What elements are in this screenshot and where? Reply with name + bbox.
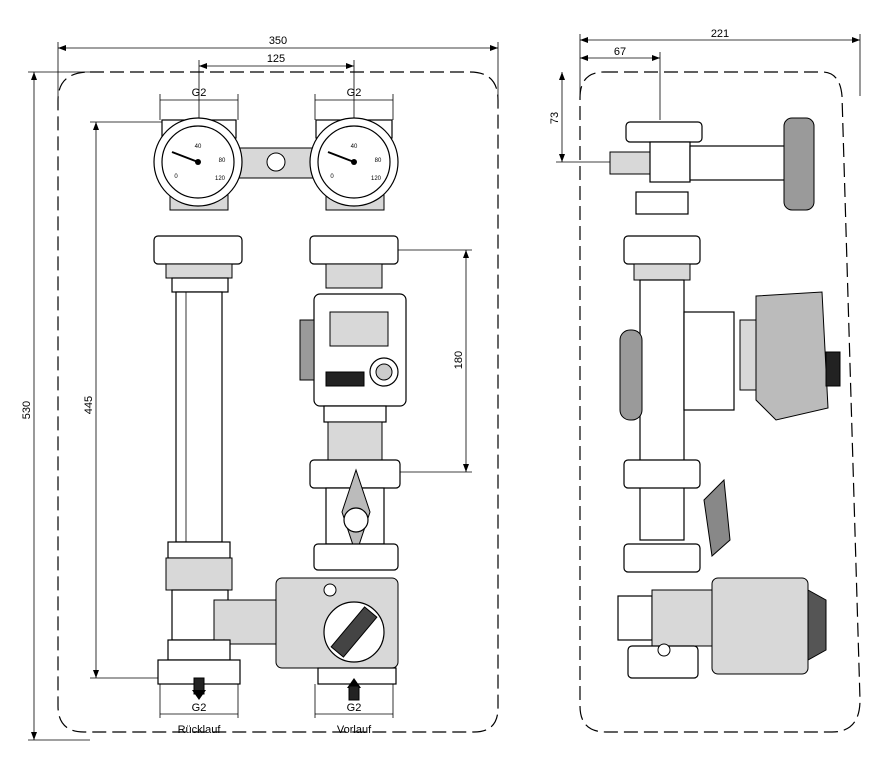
side-pipe (639, 279, 685, 541)
side-valve-handle (703, 478, 731, 557)
svg-text:0: 0 (330, 174, 334, 180)
circulation-pump (313, 293, 407, 407)
dim-thread-bottom-left: G2 Rücklauf (159, 684, 239, 736)
thread-label-top-left: G2 (192, 87, 207, 99)
dim-height-530: 530 (21, 71, 90, 741)
svg-text:40: 40 (195, 144, 202, 150)
dim-label-350: 350 (269, 35, 287, 47)
svg-text:80: 80 (219, 158, 226, 164)
dim-label-530: 530 (21, 401, 33, 419)
dim-label-221: 221 (711, 28, 729, 40)
dim-depth-67: 67 (580, 46, 661, 120)
supply-thermometer: 40 80 0 120 (309, 117, 399, 207)
dim-label-67: 67 (614, 46, 626, 58)
return-pipe (175, 291, 223, 543)
svg-text:120: 120 (215, 176, 226, 182)
svg-text:80: 80 (375, 158, 382, 164)
dim-label-125: 125 (267, 53, 285, 65)
svg-text:120: 120 (371, 176, 382, 182)
thread-label-bottom-left: G2 (192, 702, 207, 714)
dim-height-73: 73 (549, 72, 630, 163)
side-insulation-outline (579, 71, 861, 733)
dim-label-445: 445 (83, 396, 95, 414)
return-line (153, 119, 281, 700)
thread-label-bottom-right: G2 (347, 702, 362, 714)
dim-label-73: 73 (549, 112, 561, 124)
dim-label-180: 180 (453, 351, 465, 369)
return-thermometer: 40 80 0 120 (153, 117, 243, 207)
pump-logo (325, 371, 365, 387)
supply-line (275, 119, 407, 701)
side-pump-head (755, 291, 829, 421)
dim-thread-bottom-right: G2 Vorlauf (314, 684, 394, 736)
pump-display (329, 311, 389, 347)
dim-width-350: 350 (57, 35, 499, 100)
dim-thread-top-right: G2 (314, 87, 394, 120)
thread-label-top-right: G2 (347, 87, 362, 99)
svg-text:40: 40 (351, 144, 358, 150)
front-view: 350 125 G2 G2 5 (21, 35, 499, 741)
dim-height-180: 180 (395, 249, 472, 473)
svg-text:0: 0 (174, 174, 178, 180)
side-view: 221 67 73 (549, 28, 861, 733)
label-return: Rücklauf (178, 724, 222, 736)
dim-depth-221: 221 (579, 28, 861, 96)
side-actuator (711, 577, 809, 675)
label-supply: Vorlauf (337, 724, 372, 736)
front-insulation-outline (57, 71, 499, 733)
side-bracket (689, 145, 791, 181)
side-handwheel (783, 117, 815, 211)
dim-spacing-125: 125 (198, 53, 355, 118)
dim-thread-top-left: G2 (159, 87, 239, 120)
